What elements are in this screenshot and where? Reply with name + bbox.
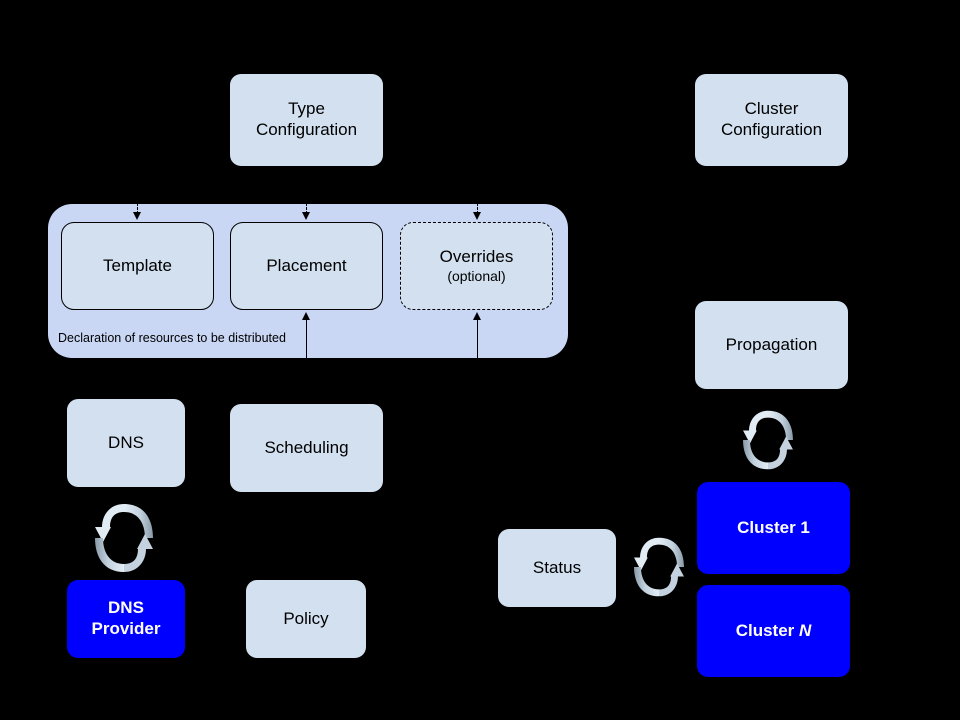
panel-box-placement[interactable]: Placement xyxy=(230,222,383,310)
sync-arrows-icon-dns xyxy=(88,497,160,579)
node-type-configuration[interactable]: Type Configuration xyxy=(230,74,383,166)
node-scheduling[interactable]: Scheduling xyxy=(230,404,383,492)
node-propagation[interactable]: Propagation xyxy=(695,301,848,389)
node-cluster-1-label: Cluster 1 xyxy=(737,517,810,537)
node-cluster-configuration[interactable]: Cluster Configuration xyxy=(695,74,848,166)
node-cluster-n[interactable]: Cluster N xyxy=(697,585,850,677)
node-policy[interactable]: Policy xyxy=(246,580,366,658)
sync-arrows-icon-status xyxy=(628,526,690,608)
connector-policy-to-overrides xyxy=(477,318,478,358)
connector-type-config-to-placement xyxy=(306,203,307,214)
connector-scheduling-to-placement xyxy=(306,318,307,358)
node-cluster-configuration-label: Cluster Configuration xyxy=(720,99,823,139)
connector-type-config-to-overrides-arrowhead xyxy=(473,212,481,220)
node-type-configuration-label: Type Configuration xyxy=(255,99,358,139)
node-scheduling-label: Scheduling xyxy=(264,437,349,457)
node-status[interactable]: Status xyxy=(498,529,616,607)
panel-box-overrides-sublabel: (optional) xyxy=(447,268,506,285)
panel-box-template-label: Template xyxy=(103,255,172,275)
node-dns-provider[interactable]: DNS Provider xyxy=(67,580,185,658)
node-propagation-label: Propagation xyxy=(725,334,818,354)
node-cluster-n-prefix: Cluster xyxy=(735,620,799,640)
connector-type-config-to-template xyxy=(137,203,138,214)
panel-box-placement-label: Placement xyxy=(266,255,347,275)
panel-caption: Declaration of resources to be distribut… xyxy=(58,331,286,345)
connector-scheduling-to-placement-arrowhead xyxy=(302,312,310,320)
node-cluster-n-index: N xyxy=(799,620,812,640)
connector-type-config-to-template-arrowhead xyxy=(133,212,141,220)
panel-box-template[interactable]: Template xyxy=(61,222,214,310)
node-dns-provider-label: DNS Provider xyxy=(91,598,161,638)
connector-policy-to-overrides-arrowhead xyxy=(473,312,481,320)
node-cluster-n-label: Cluster N xyxy=(736,621,812,642)
panel-box-overrides-label: Overrides xyxy=(439,246,514,266)
connector-type-config-to-placement-arrowhead xyxy=(302,212,310,220)
node-policy-label: Policy xyxy=(283,608,329,628)
node-status-label: Status xyxy=(532,557,582,577)
sync-arrows-icon-propagation xyxy=(737,399,799,481)
node-dns-label: DNS xyxy=(108,432,144,452)
node-cluster-1[interactable]: Cluster 1 xyxy=(697,482,850,574)
node-dns[interactable]: DNS xyxy=(67,399,185,487)
panel-box-overrides[interactable]: Overrides (optional) xyxy=(400,222,553,310)
connector-type-config-to-overrides xyxy=(477,203,478,214)
